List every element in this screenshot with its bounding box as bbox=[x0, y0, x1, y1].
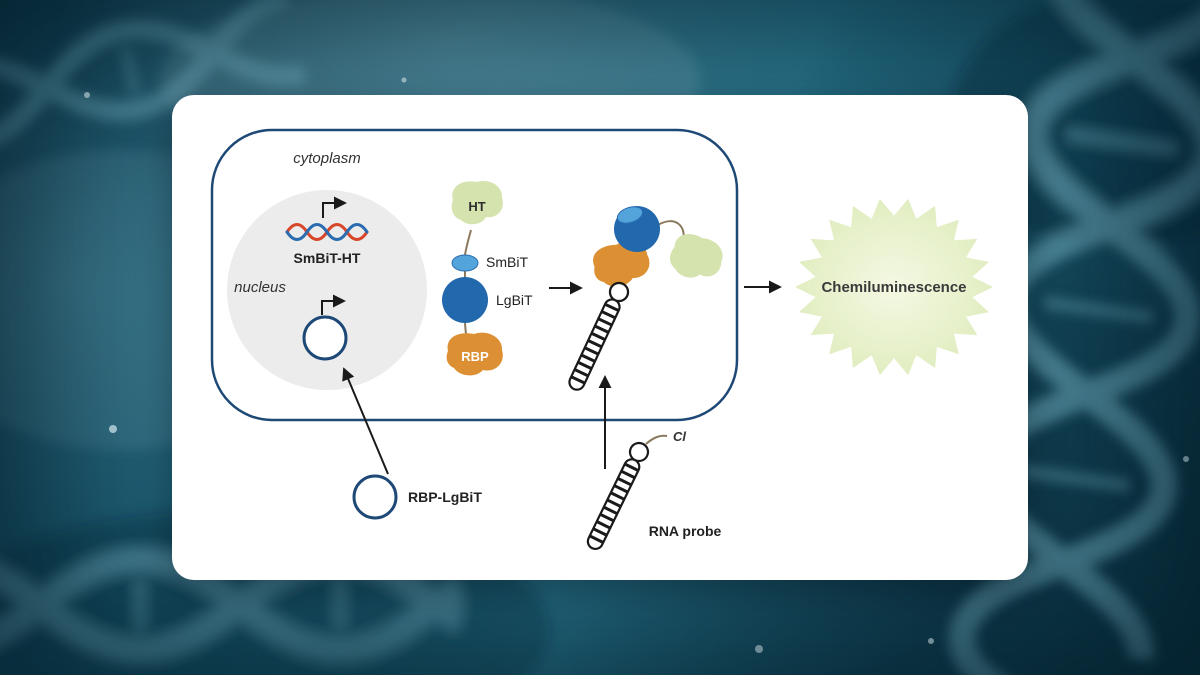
mechanism-diagram: cytoplasm nucleus SmBiT-HT HT SmBiT LgBi… bbox=[210, 128, 993, 554]
cl-label: Cl bbox=[673, 429, 686, 444]
smbit-label: SmBiT bbox=[486, 254, 528, 270]
probe-anchor-circle bbox=[608, 281, 630, 303]
transcription-arrow-gene bbox=[322, 196, 347, 218]
chemiluminescence-label: Chemiluminescence bbox=[821, 279, 966, 296]
transcription-arrow-plasmid bbox=[321, 294, 346, 315]
rbp-lgbit-plasmid bbox=[352, 474, 398, 520]
rna-probe-free bbox=[582, 438, 653, 554]
rbp-label: RBP bbox=[461, 349, 489, 364]
gene-label: SmBiT-HT bbox=[294, 250, 361, 266]
background-bokeh-dots bbox=[84, 77, 1189, 653]
ht-label: HT bbox=[468, 199, 485, 214]
plasmid-in-nucleus bbox=[302, 315, 348, 361]
nucleus bbox=[227, 190, 427, 390]
diagram-card: cytoplasm nucleus SmBiT-HT HT SmBiT LgBi… bbox=[172, 95, 1028, 580]
lgbit-label: LgBiT bbox=[496, 292, 533, 308]
cytoplasm-label: cytoplasm bbox=[293, 150, 361, 167]
background-dna-helix-top-left bbox=[0, 0, 307, 155]
smbit-fragment bbox=[451, 254, 479, 272]
lgbit-fragment bbox=[442, 277, 488, 323]
linker-ht-smbit bbox=[464, 229, 472, 256]
dna-strand-blue bbox=[285, 223, 369, 241]
starburst-shape bbox=[795, 198, 993, 376]
rbp-lgbit-plasmid-label: RBP-LgBiT bbox=[408, 489, 482, 505]
smbit-docked bbox=[616, 206, 644, 224]
arrow-plasmid-entry bbox=[342, 367, 389, 475]
nucleus-label: nucleus bbox=[234, 279, 286, 296]
cl-linker bbox=[645, 434, 668, 445]
rna-probe-label: RNA probe bbox=[649, 523, 722, 539]
linker-lgbit-rbp bbox=[464, 322, 467, 336]
